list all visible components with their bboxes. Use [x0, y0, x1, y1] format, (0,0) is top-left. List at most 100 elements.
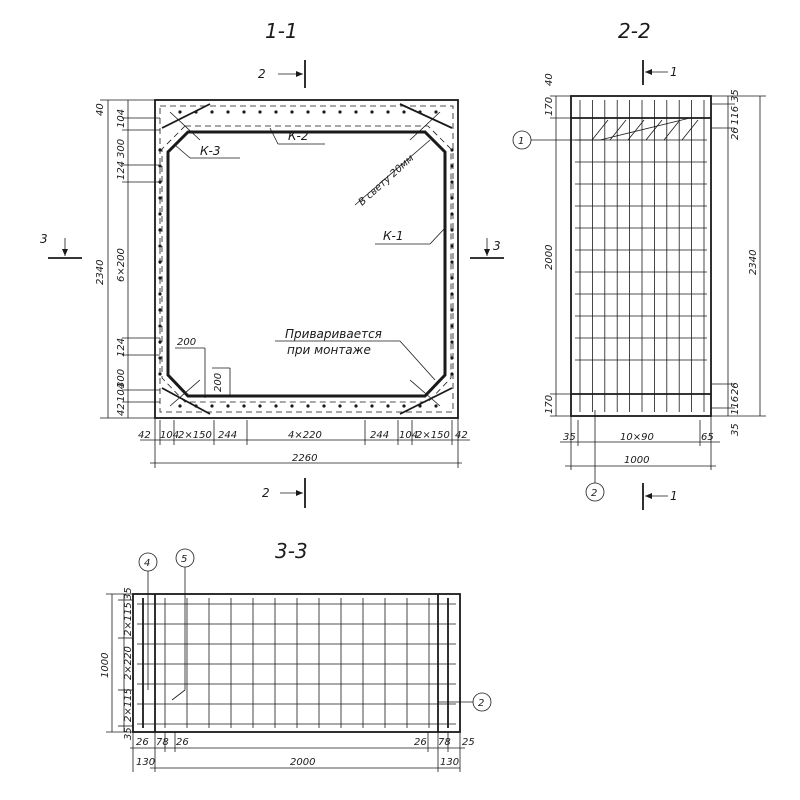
- outer-rebar: [159, 105, 454, 413]
- rebar-dot: [258, 404, 262, 408]
- rebar-dot: [226, 404, 230, 408]
- section-3-3-title: 3-3: [275, 539, 308, 563]
- callout-2-label-3-3: 2: [478, 698, 484, 709]
- dim-bottom-4x220: 4×220: [288, 430, 322, 441]
- rebar-dot: [178, 110, 182, 114]
- section-2-2-title: 2-2: [618, 19, 651, 43]
- rebar-dot: [450, 372, 454, 376]
- dim-300-top: 300: [116, 139, 127, 158]
- rebar-dot: [242, 404, 246, 408]
- section-1-1: 1-1 2 2 3 3: [40, 19, 504, 508]
- dim-3-3-bottom-26-l2: 26: [176, 737, 189, 748]
- dim-3-3-bottom-78-l: 78: [156, 737, 169, 748]
- dim-2-2-2340: 2340: [748, 250, 759, 275]
- rebar-dot: [402, 110, 406, 114]
- diagonal-bar: [645, 119, 663, 141]
- mesh-grid-2-2: [575, 100, 707, 412]
- dim-2-2-170-top: 170: [544, 97, 555, 116]
- rebar-dot: [158, 356, 162, 360]
- cut-mark-2-bottom: 2: [262, 478, 306, 508]
- rebar-dot: [158, 340, 162, 344]
- label-clearance: В свету 20мм: [357, 153, 417, 209]
- callout-4-label: 4: [144, 558, 150, 569]
- dim-2-2-170-bottom: 170: [544, 395, 555, 414]
- inner-rebar: [161, 125, 452, 403]
- outer-wall: [154, 99, 459, 419]
- rebar-dot: [258, 110, 262, 114]
- rebar-dot: [194, 110, 198, 114]
- cut-mark-3-right: 3: [470, 238, 504, 259]
- diagonal-bar: [663, 119, 681, 141]
- dim-300-bottom: 300: [116, 369, 127, 388]
- dim-bottom-2x150-left: 2×150: [178, 430, 212, 441]
- dim-200-b: 200: [213, 373, 224, 392]
- dim-2-2-35-top: 35: [730, 89, 741, 102]
- callout-1-label: 1: [518, 136, 524, 147]
- cut-2-bottom-label: 2: [262, 486, 270, 500]
- rebar-dot: [450, 244, 454, 248]
- dim-bottom-42-left: 42: [138, 430, 151, 441]
- rebar-dot: [450, 228, 454, 232]
- dim-3-3-bottom-2000: 2000: [290, 757, 315, 768]
- dim-2-2-26-top: 26: [730, 127, 741, 140]
- dim-bottom-104-left: 104: [160, 430, 179, 441]
- dim-104-bottom: 104: [116, 383, 127, 402]
- dim-2-2-116-top: 116: [730, 106, 741, 125]
- rebar-dot: [158, 324, 162, 328]
- rebar-dot: [450, 292, 454, 296]
- rebar-dot: [418, 110, 422, 114]
- rebar-dot: [450, 324, 454, 328]
- cut-1-top-label: 1: [670, 65, 678, 79]
- cut-mark-3-left: 3: [40, 232, 82, 259]
- dim-2-2-35-bottom: 35: [730, 423, 741, 436]
- rebar-dot: [434, 404, 438, 408]
- rebar-dot: [274, 110, 278, 114]
- callout-2-label-2-2: 2: [591, 488, 597, 499]
- mesh-grid-3-3: [137, 598, 456, 728]
- rebar-dot: [306, 404, 310, 408]
- rebar-dot: [158, 372, 162, 376]
- rebar-dot: [158, 276, 162, 280]
- rebar-dot: [370, 404, 374, 408]
- rebar-dot: [450, 196, 454, 200]
- rebar-dot: [418, 404, 422, 408]
- cut-2-top-label: 2: [258, 67, 266, 81]
- dim-2-2-bottom-10x90: 10×90: [620, 432, 654, 443]
- rebar-dots-1-1: [158, 110, 454, 408]
- rebar-dot: [158, 196, 162, 200]
- rebar-dot: [450, 276, 454, 280]
- rebar-dot: [450, 260, 454, 264]
- rebar-dot: [158, 292, 162, 296]
- section-1-1-title: 1-1: [265, 19, 298, 43]
- cut-mark-1-bottom: 1: [642, 483, 678, 510]
- dim-200-a: 200: [177, 337, 196, 348]
- rebar-dot: [306, 110, 310, 114]
- dim-104-top: 104: [116, 109, 127, 128]
- dim-bottom-104-right: 104: [399, 430, 418, 441]
- dim-3-3-2x115-bottom: 2×115: [123, 688, 134, 722]
- dim-bottom-244-left: 244: [218, 430, 237, 441]
- rebar-dot: [450, 356, 454, 360]
- rebar-dot: [386, 404, 390, 408]
- rebar-dot: [226, 110, 230, 114]
- diagonal-bar: [627, 119, 645, 141]
- rebar-dot: [274, 404, 278, 408]
- dim-3-3-1000: 1000: [100, 653, 111, 678]
- rebar-dot: [210, 404, 214, 408]
- rebar-dot: [158, 212, 162, 216]
- rebar-dot: [450, 164, 454, 168]
- bottom-slab-outline: [132, 593, 461, 733]
- dim-3-3-2x115-top: 2×115: [123, 602, 134, 636]
- dim-124-bottom: 124: [116, 338, 127, 357]
- rebar-dot: [434, 110, 438, 114]
- rebar-dot: [178, 404, 182, 408]
- section-3-3: 3-3 4 5 2 1000 35 2×115 2×220 2×115 35: [100, 539, 492, 772]
- dim-40-top: 40: [95, 103, 106, 116]
- diagonal-bar: [681, 119, 699, 141]
- dim-bottom-2x150-right: 2×150: [416, 430, 450, 441]
- dim-total-width: 2260: [292, 453, 317, 464]
- rebar-dot: [338, 110, 342, 114]
- dim-3-3-bottom-130-r: 130: [440, 757, 459, 768]
- dim-2-2-26-bottom: 26: [730, 382, 741, 395]
